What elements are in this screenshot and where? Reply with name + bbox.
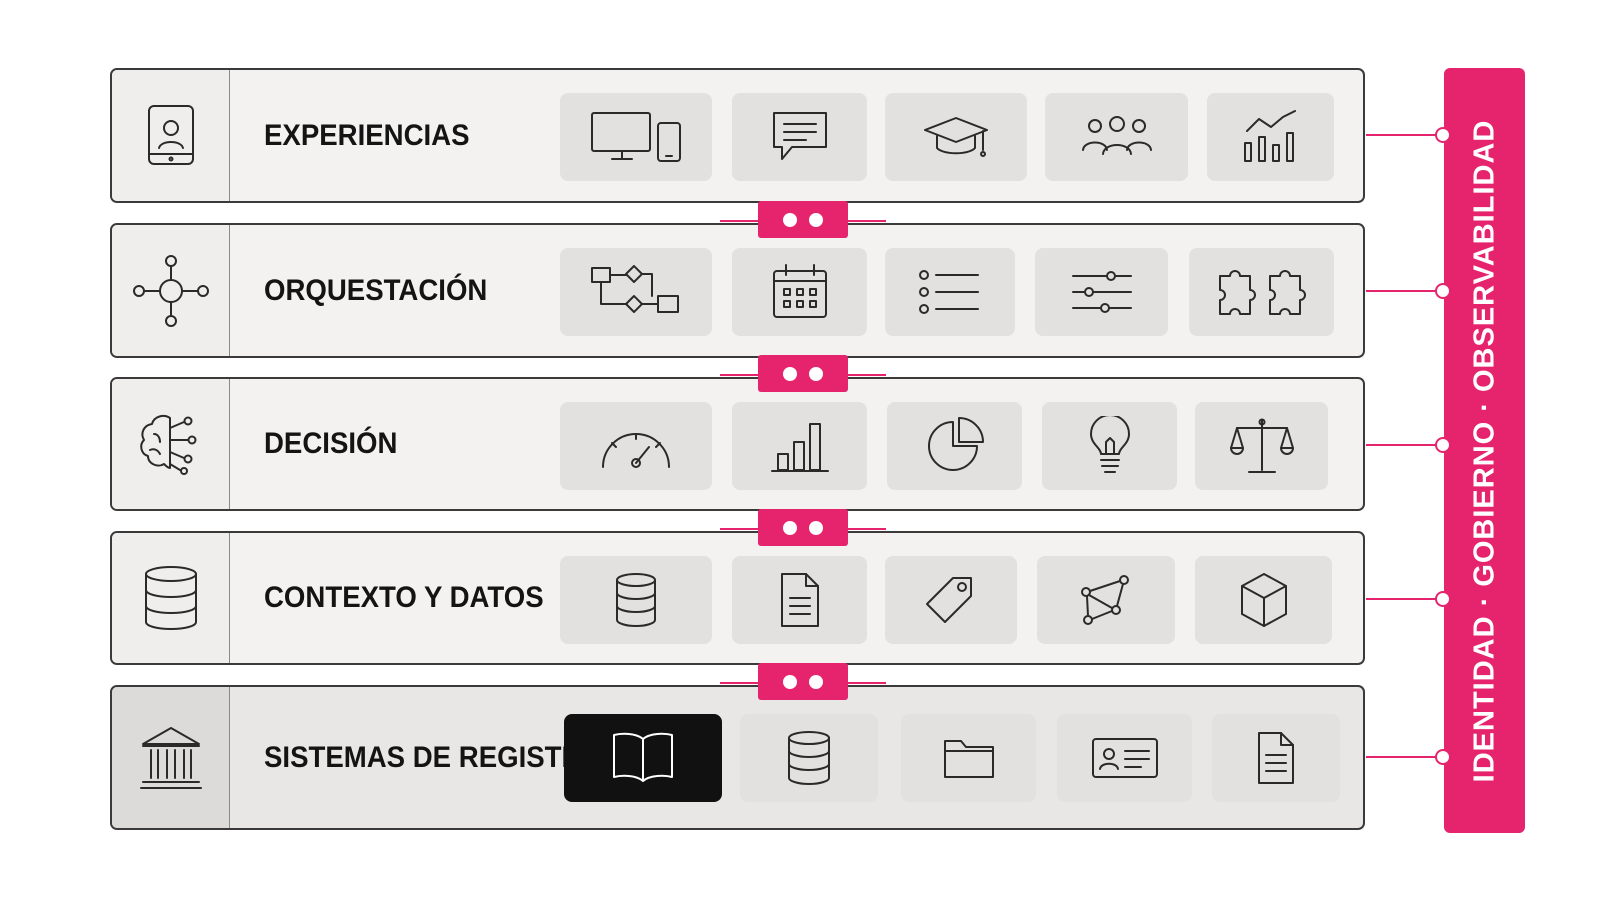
list-icon xyxy=(919,270,979,314)
link-node xyxy=(1435,437,1451,453)
calendar-icon xyxy=(772,264,827,318)
layer-title: EXPERIENCIAS xyxy=(264,118,470,152)
layer-icon-cell xyxy=(112,533,230,663)
book-icon xyxy=(613,732,673,782)
tile-devices[interactable] xyxy=(560,93,712,181)
layer-connector xyxy=(758,663,848,700)
bar-chart-icon xyxy=(770,423,829,472)
layer-title: CONTEXTO Y DATOS xyxy=(264,581,544,614)
puzzle-icon xyxy=(1218,270,1306,315)
connector-dot xyxy=(783,520,797,535)
layer-icon-cell xyxy=(112,687,230,828)
tile-chart-growth[interactable] xyxy=(1207,93,1334,181)
tablet-user-icon xyxy=(147,104,194,165)
database-icon xyxy=(788,731,830,785)
devices-icon xyxy=(591,112,681,162)
link-node xyxy=(1435,591,1451,607)
graduation-cap-icon xyxy=(924,117,988,157)
tile-folder[interactable] xyxy=(901,714,1036,802)
connector-dot xyxy=(783,674,797,689)
tile-bar-chart[interactable] xyxy=(732,402,867,490)
link-node xyxy=(1435,749,1451,765)
id-card-icon xyxy=(1091,738,1158,778)
layer-connector xyxy=(758,201,848,238)
document-icon xyxy=(1258,732,1294,784)
tile-database[interactable] xyxy=(740,714,878,802)
layer-title: SISTEMAS DE REGISTRO xyxy=(264,740,603,774)
gauge-icon xyxy=(602,433,670,468)
tile-book[interactable] xyxy=(564,714,722,802)
scale-icon xyxy=(1229,418,1294,473)
link-line xyxy=(1366,598,1444,600)
link-node xyxy=(1435,283,1451,299)
connector-dot xyxy=(809,520,823,535)
tile-gauge[interactable] xyxy=(560,402,712,490)
tile-database[interactable] xyxy=(560,556,712,644)
folder-icon xyxy=(943,740,994,778)
tile-chat[interactable] xyxy=(732,93,867,181)
tile-id-card[interactable] xyxy=(1057,714,1192,802)
cross-cutting-label: IDENTIDAD · GOBIERNO · OBSERVABILIDAD xyxy=(1468,119,1500,782)
tile-list[interactable] xyxy=(885,248,1015,336)
layer-connector xyxy=(758,509,848,546)
link-line xyxy=(1366,756,1444,758)
connector-dot xyxy=(783,366,797,381)
chart-growth-icon xyxy=(1243,110,1296,162)
link-line xyxy=(1366,290,1444,292)
tile-calendar[interactable] xyxy=(732,248,867,336)
tile-puzzle[interactable] xyxy=(1189,248,1334,336)
connector-dot xyxy=(809,366,823,381)
layer-title: DECISIÓN xyxy=(264,427,398,460)
link-node xyxy=(1435,127,1451,143)
layer-decision: DECISIÓN xyxy=(110,377,1365,511)
cross-cutting-bar: IDENTIDAD · GOBIERNO · OBSERVABILIDAD xyxy=(1444,68,1525,833)
tile-users[interactable] xyxy=(1045,93,1188,181)
lightbulb-icon xyxy=(1089,416,1130,473)
database-icon xyxy=(616,573,656,627)
tile-scale[interactable] xyxy=(1195,402,1328,490)
link-line xyxy=(1366,444,1444,446)
database-icon xyxy=(144,566,197,630)
tile-flowchart[interactable] xyxy=(560,248,712,336)
layer-contexto-datos: CONTEXTO Y DATOS xyxy=(110,531,1365,665)
tile-graph-nodes[interactable] xyxy=(1037,556,1175,644)
layer-icon-cell xyxy=(112,379,230,509)
chat-icon xyxy=(772,112,827,160)
tile-sliders[interactable] xyxy=(1035,248,1168,336)
users-icon xyxy=(1081,116,1152,155)
layer-icon-cell xyxy=(112,225,230,356)
tile-cube[interactable] xyxy=(1195,556,1332,644)
layer-orquestacion: ORQUESTACIÓN xyxy=(110,223,1365,358)
brain-circuit-icon xyxy=(139,415,196,475)
tag-icon xyxy=(926,577,972,623)
tile-document[interactable] xyxy=(1212,714,1340,802)
tile-pie-chart[interactable] xyxy=(887,402,1022,490)
tile-lightbulb[interactable] xyxy=(1042,402,1177,490)
tile-tag[interactable] xyxy=(885,556,1017,644)
institution-icon xyxy=(139,726,202,789)
layer-sistemas-registro: SISTEMAS DE REGISTRO xyxy=(110,685,1365,830)
connector-dot xyxy=(809,674,823,689)
connector-dot xyxy=(783,212,797,227)
flowchart-icon xyxy=(591,265,679,313)
cube-icon xyxy=(1240,573,1287,627)
graph-nodes-icon xyxy=(1081,575,1129,625)
layer-title: ORQUESTACIÓN xyxy=(264,273,488,307)
hub-network-icon xyxy=(132,254,209,327)
tile-graduation[interactable] xyxy=(885,93,1027,181)
link-line xyxy=(1366,134,1444,136)
layer-experiencias: EXPERIENCIAS xyxy=(110,68,1365,203)
tile-document[interactable] xyxy=(732,556,867,644)
pie-chart-icon xyxy=(927,417,984,471)
connector-dot xyxy=(809,212,823,227)
layer-connector xyxy=(758,355,848,392)
document-icon xyxy=(780,573,819,627)
sliders-icon xyxy=(1071,271,1132,313)
layer-icon-cell xyxy=(112,70,230,201)
